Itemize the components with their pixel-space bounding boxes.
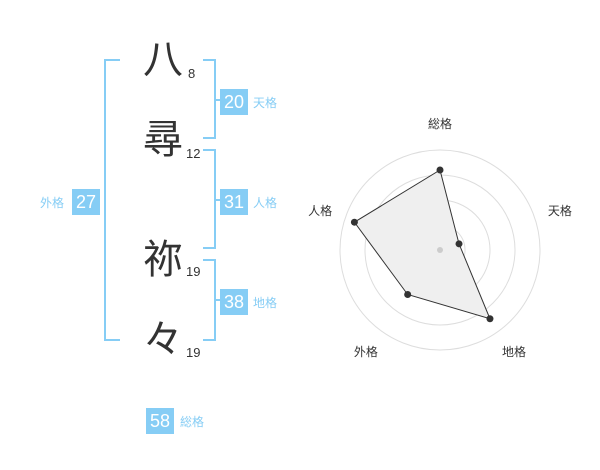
radar-axis-label-2: 地格 [502, 344, 526, 359]
chikaku-tick [214, 299, 222, 301]
gaikaku-badge: 27 [72, 189, 100, 215]
stroke-count-2: 12 [186, 146, 201, 161]
tenkaku-tick [214, 99, 222, 101]
chikaku-badge: 38 [220, 289, 248, 315]
radar-point-2 [486, 315, 494, 323]
radar-point-0 [436, 166, 444, 174]
name-char-3: 祢 [143, 237, 183, 283]
radar-points [350, 166, 494, 323]
radar-point-3 [404, 290, 412, 298]
name-char-2: 尋 [143, 117, 183, 163]
radar-point-4 [350, 218, 358, 226]
radar-ring-4 [339, 149, 541, 351]
soukaku-label: 総格 [180, 415, 205, 429]
name-char-1: 八 [143, 37, 183, 83]
radar-center-dot [437, 247, 443, 253]
stroke-count-4: 19 [186, 345, 201, 360]
radar-axis-label-4: 人格 [308, 203, 332, 218]
chikaku-label: 地格 [253, 296, 278, 310]
radar-point-1 [455, 240, 463, 248]
radar-data-shape [353, 169, 491, 320]
tenkaku-badge: 20 [220, 89, 248, 115]
jinkaku-label: 人格 [253, 196, 278, 210]
stroke-count-3: 19 [186, 264, 201, 279]
name-char-4: 々 [143, 317, 183, 363]
jinkaku-tick [214, 199, 222, 201]
jinkaku-badge: 31 [220, 189, 248, 215]
radar-axis-label-3: 外格 [354, 344, 378, 359]
radar-axis-label-0: 総格 [428, 116, 452, 131]
gaikaku-label: 外格 [40, 196, 65, 210]
tenkaku-label: 天格 [253, 96, 278, 110]
stroke-count-1: 8 [188, 66, 196, 81]
gaikaku-bracket [104, 59, 120, 341]
radar-axis-label-1: 天格 [548, 203, 572, 218]
soukaku-badge: 58 [146, 408, 174, 434]
